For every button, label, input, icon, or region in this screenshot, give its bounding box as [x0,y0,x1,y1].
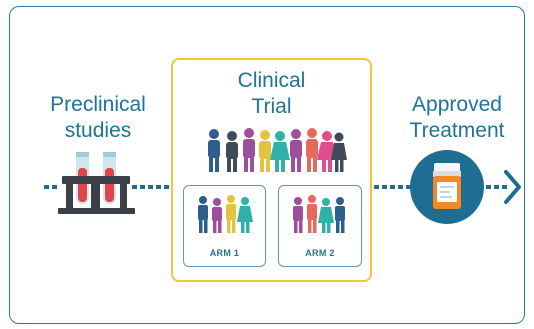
people-group-icon [293,195,345,233]
person [306,128,318,172]
people-group-icon [198,195,253,233]
person [331,132,347,172]
person [290,129,302,172]
clinical-trial-box [171,58,372,282]
person [208,129,220,172]
diagram-frame [9,6,525,324]
arm-1-box: ARM 1 [183,185,266,267]
approved-label-line2: Treatment [409,119,505,142]
person [243,128,255,172]
person [270,131,290,172]
arm-2-label: ARM 2 [305,248,335,258]
preclinical-label-line1: Preclinical [50,93,146,116]
person [226,131,238,172]
arm-2-box: ARM 2 [278,185,362,267]
dots-left [44,185,169,189]
arm-1-label: ARM 1 [209,248,240,258]
trial-label-line2: Trial [251,95,292,118]
people-group-icon [208,128,347,172]
trial-label: Clinical Trial [200,68,343,120]
person [259,130,271,172]
preclinical-label: Preclinical studies [36,92,160,144]
dots-right [374,185,507,189]
approved-label-line1: Approved [412,93,502,116]
test-tube-rack-icon [58,152,135,214]
pill-bottle-icon [410,150,484,224]
trial-label-line1: Clinical [237,69,306,92]
preclinical-label-line2: studies [64,119,132,142]
chevron-right-icon [504,170,521,204]
approved-label: Approved Treatment [392,92,522,144]
